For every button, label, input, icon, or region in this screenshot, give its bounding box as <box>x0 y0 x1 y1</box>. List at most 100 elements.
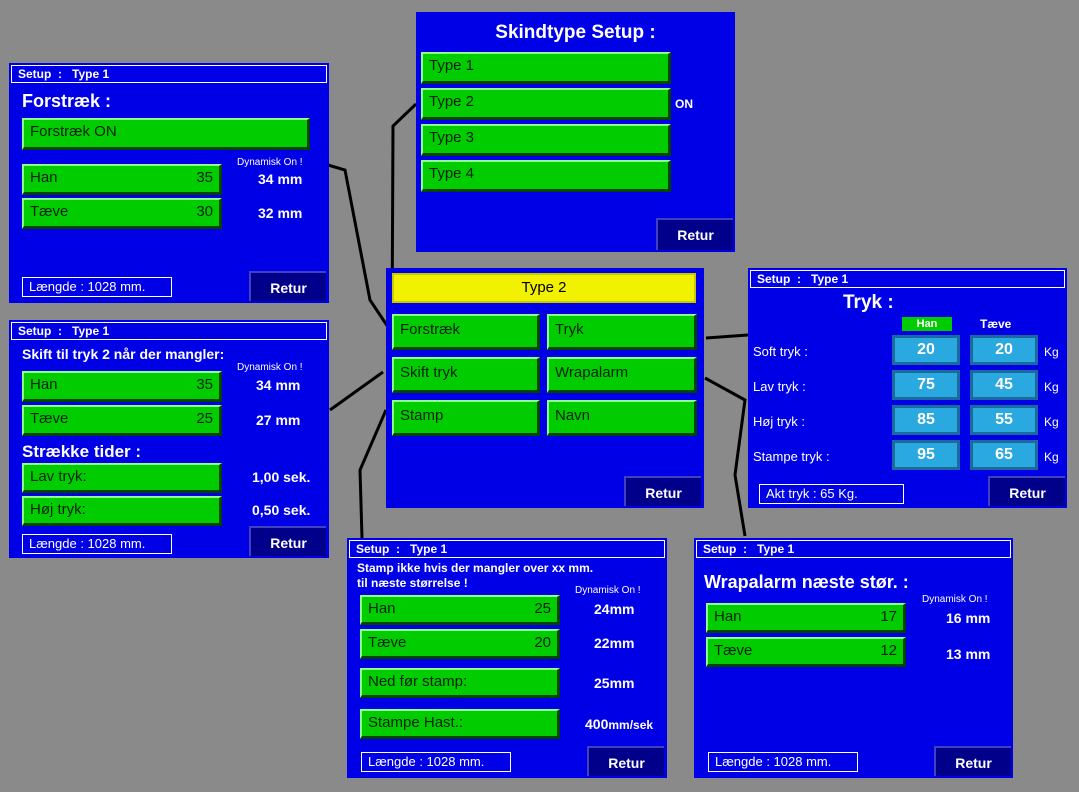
stampe-hast-value: 400mm/sek <box>585 716 654 732</box>
han-button[interactable]: Han 35 <box>22 371 222 402</box>
taeve-value: 25 <box>196 410 213 427</box>
han-button[interactable]: Han 25 <box>360 595 560 625</box>
setup-titlebar: Setup : Type 1 <box>11 322 327 340</box>
skift-tryk-panel: Setup : Type 1 Skift til tryk 2 når der … <box>9 320 329 558</box>
laengde-display: Længde : 1028 mm. <box>22 277 172 297</box>
taeve-value: 30 <box>196 203 213 220</box>
setup-titlebar: Setup : Type 1 <box>349 540 665 558</box>
taeve-label: Tæve <box>30 410 69 427</box>
wrapalarm-button[interactable]: Wrapalarm <box>547 357 697 393</box>
taeve-value: 20 <box>534 634 551 651</box>
taeve-value: 12 <box>880 642 897 659</box>
type-4-button[interactable]: Type 4 <box>421 160 671 192</box>
tryk-panel: Setup : Type 1 Tryk : Han Tæve Soft tryk… <box>748 268 1067 508</box>
wrapalarm-heading: Wrapalarm næste stør. : <box>704 572 909 592</box>
laengde-display: Længde : 1028 mm. <box>708 752 858 772</box>
han-value: 25 <box>534 600 551 617</box>
taeve-button[interactable]: Tæve 12 <box>706 637 906 667</box>
forstraek-on-button[interactable]: Forstræk ON <box>22 118 310 150</box>
stampe-tryk-label: Stampe tryk : <box>753 449 830 464</box>
ned-for-stamp-mm: 25mm <box>594 675 635 691</box>
retur-button[interactable]: Retur <box>988 476 1065 506</box>
setup-titlebar: Setup : Type 1 <box>11 65 327 83</box>
retur-button[interactable]: Retur <box>624 476 701 506</box>
soft-tryk-han[interactable]: 20 <box>892 335 960 365</box>
dynamisk-label: Dynamisk On ! <box>575 585 641 596</box>
stampe-tryk-han[interactable]: 95 <box>892 440 960 470</box>
laengde-display: Længde : 1028 mm. <box>361 752 511 772</box>
hoj-tryk-sek: 0,50 sek. <box>252 502 311 518</box>
forstraek-button[interactable]: Forstræk <box>392 314 540 350</box>
type-3-button[interactable]: Type 3 <box>421 124 671 156</box>
stampe-tryk-taeve[interactable]: 65 <box>970 440 1038 470</box>
lav-tryk-unit: Kg <box>1044 380 1059 394</box>
laengde-display: Længde : 1028 mm. <box>22 534 172 554</box>
type-2-on-label: ON <box>675 97 693 111</box>
taeve-label: Tæve <box>714 642 753 659</box>
dynamisk-label: Dynamisk On ! <box>922 594 988 605</box>
hoj-tryk-label: Høj tryk : <box>753 414 805 429</box>
tryk-heading: Tryk : <box>843 292 894 313</box>
taeve-column-header: Tæve <box>980 317 1012 331</box>
han-button[interactable]: Han 17 <box>706 603 906 633</box>
lav-tryk-button[interactable]: Lav tryk: <box>22 463 222 493</box>
hoj-tryk-han[interactable]: 85 <box>892 405 960 435</box>
setup-titlebar: Setup : Type 1 <box>696 540 1011 558</box>
taeve-button[interactable]: Tæve 25 <box>22 405 222 436</box>
skift-tryk-button[interactable]: Skift tryk <box>392 357 540 393</box>
han-label: Han <box>30 169 58 186</box>
retur-button[interactable]: Retur <box>249 526 326 556</box>
forstraek-heading: Forstræk : <box>22 91 112 111</box>
stampe-tryk-unit: Kg <box>1044 450 1059 464</box>
taeve-mm: 22mm <box>594 635 635 651</box>
stamp-button[interactable]: Stamp <box>392 400 540 436</box>
retur-button[interactable]: Retur <box>587 746 664 776</box>
hoj-tryk-unit: Kg <box>1044 415 1059 429</box>
lav-tryk-sek: 1,00 sek. <box>252 469 311 485</box>
taeve-label: Tæve <box>368 634 407 651</box>
taeve-label: Tæve <box>30 203 69 220</box>
soft-tryk-label: Soft tryk : <box>753 344 808 359</box>
stampe-hast-button[interactable]: Stampe Hast.: <box>360 709 560 739</box>
han-label: Han <box>30 376 58 393</box>
type-1-button[interactable]: Type 1 <box>421 52 671 84</box>
taeve-mm: 32 mm <box>258 205 303 221</box>
navn-button[interactable]: Navn <box>547 400 697 436</box>
dynamisk-label: Dynamisk On ! <box>237 157 303 168</box>
retur-button[interactable]: Retur <box>934 746 1011 776</box>
taeve-mm: 27 mm <box>256 412 301 428</box>
han-mm: 24mm <box>594 601 635 617</box>
soft-tryk-unit: Kg <box>1044 345 1059 359</box>
taeve-button[interactable]: Tæve 30 <box>22 198 222 229</box>
wrapalarm-panel: Setup : Type 1 Wrapalarm næste stør. : D… <box>694 538 1013 778</box>
skift-heading: Skift til tryk 2 når der mangler: <box>22 346 225 362</box>
forstraek-panel: Setup : Type 1 Forstræk : Forstræk ON Dy… <box>9 63 329 303</box>
type-title-banner: Type 2 <box>392 273 696 303</box>
skindtype-setup-panel: Skindtype Setup : Type 1 Type 2 ON Type … <box>416 12 735 252</box>
han-mm: 34 mm <box>256 377 301 393</box>
hoj-tryk-taeve[interactable]: 55 <box>970 405 1038 435</box>
ned-for-stamp-button[interactable]: Ned før stamp: <box>360 668 560 698</box>
retur-button[interactable]: Retur <box>249 271 326 301</box>
setup-titlebar: Setup : Type 1 <box>750 270 1065 288</box>
soft-tryk-taeve[interactable]: 20 <box>970 335 1038 365</box>
han-label: Han <box>714 608 742 625</box>
hoj-tryk-button[interactable]: Høj tryk: <box>22 496 222 526</box>
taeve-mm: 13 mm <box>946 646 991 662</box>
han-value: 35 <box>196 376 213 393</box>
retur-button[interactable]: Retur <box>656 218 733 250</box>
stamp-info-line1: Stamp ikke hvis der mangler over xx mm. <box>357 561 594 575</box>
han-mm: 16 mm <box>946 610 991 626</box>
lav-tryk-han[interactable]: 75 <box>892 370 960 400</box>
akt-tryk-display: Akt tryk : 65 Kg. <box>759 484 904 504</box>
type-2-button[interactable]: Type 2 <box>421 88 671 120</box>
han-button[interactable]: Han 35 <box>22 164 222 195</box>
stamp-panel: Setup : Type 1 Stamp ikke hvis der mangl… <box>347 538 667 778</box>
stamp-info-line2: til næste størrelse ! <box>357 576 468 590</box>
lav-tryk-taeve[interactable]: 45 <box>970 370 1038 400</box>
tryk-button[interactable]: Tryk <box>547 314 697 350</box>
han-label: Han <box>368 600 396 617</box>
straekke-tider-heading: Strække tider : <box>22 442 142 461</box>
taeve-button[interactable]: Tæve 20 <box>360 629 560 659</box>
han-value: 17 <box>880 608 897 625</box>
